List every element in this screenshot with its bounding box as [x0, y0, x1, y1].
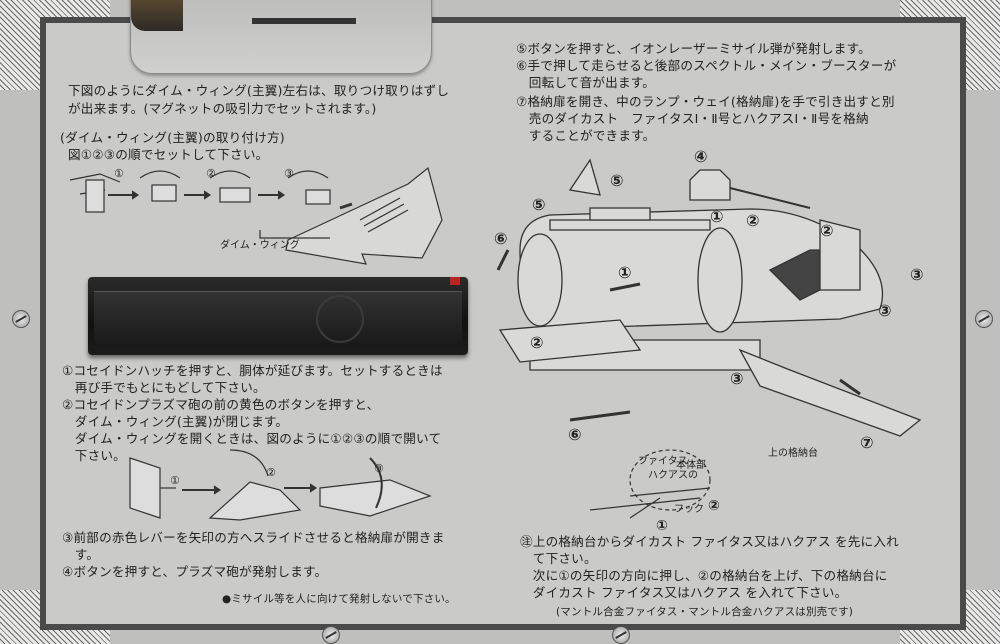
wing-attach-diagram: ① ② ③ ダイム・ウィング — [69, 166, 443, 265]
callout-2: ② — [820, 221, 834, 240]
hook-step: ① — [656, 518, 668, 534]
step-label: ③ — [374, 462, 384, 475]
instruction-line: す。 — [62, 547, 100, 562]
wing-open-diagram: ① ② ③ — [129, 449, 432, 521]
note-line: て下さい。 — [520, 551, 597, 566]
instruction-line: 再び手でもとにもどして下さい。 — [62, 380, 266, 395]
step-label: ② — [206, 167, 216, 180]
intro-line: が出来ます。(マグネットの吸引力でセットされます。) — [68, 101, 377, 116]
hanger-slot — [252, 18, 356, 24]
safety-warning: ●ミサイル等を人に向けて発射しないで下さい。 — [222, 593, 456, 605]
callout-7: ⑦ — [860, 433, 874, 452]
howto-title: (ダイム・ウィング(主翼)の取り付け方) — [60, 130, 285, 145]
callout-3: ③ — [730, 369, 744, 388]
footnote: (マントル合金ファイタス・マントル合金ハクアスは別売です) — [556, 606, 854, 618]
instruction-line: ④ボタンを押すと、プラズマ砲が発射します。 — [62, 564, 328, 579]
body-label: ハクアスの — [648, 469, 698, 481]
callout-2: ② — [530, 333, 544, 352]
instruction-line: ⑤ボタンを押すと、イオンレーザーミサイル弾が発射します。 — [516, 41, 871, 56]
screw-icon — [612, 626, 630, 644]
wing-label: ダイム・ウィング — [220, 238, 300, 251]
callout-6: ⑥ — [568, 425, 582, 444]
instruction-line: ダイム・ウィング(主翼)が閉じます。 — [62, 414, 289, 429]
callout-1: ① — [710, 207, 724, 226]
note-line: 次に①の矢印の方向に押し、②の格納台を上げ、下の格納台に — [520, 568, 888, 583]
body-label: 本体部 — [676, 458, 706, 471]
step-label: ① — [114, 167, 124, 180]
note-line: ㊟上の格納台からダイカスト ファイタス又はハクアス を先に入れ — [520, 534, 899, 549]
instruction-line: 下さい。 — [62, 448, 126, 463]
instruction-line: ⑦格納扉を開き、中のランプ・ウェイ(格納扉)を手で引き出すと別 — [516, 94, 895, 109]
callout-4: ④ — [694, 147, 708, 166]
callout-5: ⑤ — [532, 195, 546, 214]
callout-2: ② — [746, 211, 760, 230]
step-label: ① — [170, 474, 180, 487]
blister-black-bar — [88, 277, 468, 355]
step-label: ② — [266, 466, 276, 479]
ship-diagram: ④ ⑤ ⑤ ① ② ② ⑥ ① ③ ③ ② ③ ⑥ ⑦ 上の格納台 ファイタス … — [494, 147, 924, 534]
screw-icon — [12, 310, 30, 328]
hook-step: ② — [708, 498, 720, 514]
callout-6: ⑥ — [494, 229, 508, 248]
instruction-line: ①コセイドンハッチを押すと、胴体が延びます。セットするときは — [62, 363, 443, 378]
instruction-line: ⑥手で押して走らせると後部のスペクトル・メイン・ブースターが — [516, 58, 897, 73]
instruction-line: 売のダイカスト ファイタスⅠ・Ⅱ号とハクアスⅠ・Ⅱ号を格納 — [516, 111, 869, 126]
instruction-line: ③前部の赤色レバーを矢印の方へスライドさせると格納扉が開きま — [62, 530, 445, 545]
instruction-line: ダイム・ウィングを開くときは、図のように①②③の順で開いて — [62, 431, 442, 446]
step-label: ③ — [284, 167, 294, 180]
body-label: ファイタス — [638, 455, 688, 467]
intro-line: 下図のようにダイム・ウィング(主翼)左右は、取りつけ取りはずし — [68, 83, 450, 98]
instruction-line: 回転して音が出ます。 — [516, 75, 656, 90]
hook-label: フック — [674, 503, 704, 515]
upper-bay-label: 上の格納台 — [768, 446, 818, 459]
note-line: ダイカスト ファイタス又はハクアス を入れて下さい。 — [520, 585, 848, 600]
hanger-tab — [130, 0, 432, 74]
howto-text: 図①②③の順でセットして下さい。 — [68, 147, 269, 162]
instruction-line: することができます。 — [516, 128, 656, 143]
instruction-line: ②コセイドンプラズマ砲の前の黄色のボタンを押すと、 — [62, 397, 380, 412]
screw-icon — [975, 310, 993, 328]
callout-1: ① — [618, 263, 632, 282]
callout-3: ③ — [910, 265, 924, 284]
screw-icon — [322, 626, 340, 644]
callout-5: ⑤ — [610, 171, 624, 190]
callout-3: ③ — [878, 301, 892, 320]
